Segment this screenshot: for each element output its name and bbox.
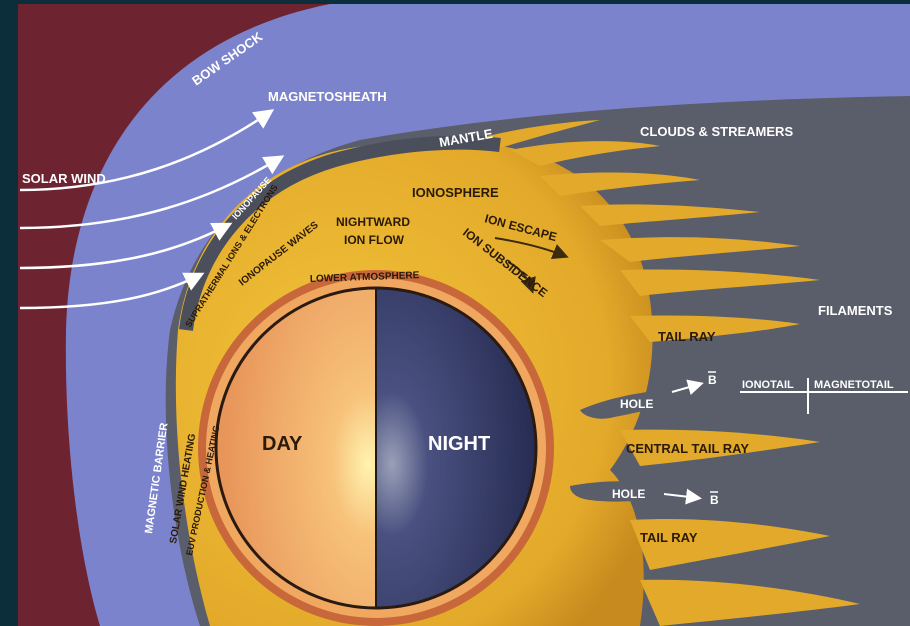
hole-top-label: HOLE	[620, 397, 653, 411]
b-field-bottom-label: B	[710, 493, 719, 507]
nightward-label: NIGHTWARD	[336, 215, 410, 229]
hole-bottom-label: HOLE	[612, 487, 645, 501]
magnetosheath-label: MAGNETOSHEATH	[268, 89, 387, 104]
solar-wind-label: SOLAR WIND	[22, 171, 106, 186]
magnetotail-label: MAGNETOTAIL	[814, 379, 894, 391]
ionotail-label: IONOTAIL	[742, 379, 794, 391]
night-label: NIGHT	[428, 433, 490, 455]
ionosphere-label: IONOSPHERE	[412, 185, 499, 200]
clouds-streamers-label: CLOUDS & STREAMERS	[640, 124, 793, 139]
b-field-top-label: B	[708, 373, 717, 387]
central-tail-ray-label: CENTRAL TAIL RAY	[626, 441, 749, 456]
day-label: DAY	[262, 433, 303, 455]
tail-ray-top-label: TAIL RAY	[658, 329, 716, 344]
filaments-label: FILAMENTS	[818, 303, 893, 318]
ion-flow-label: ION FLOW	[344, 233, 405, 247]
tail-ray-bottom-label: TAIL RAY	[640, 530, 698, 545]
